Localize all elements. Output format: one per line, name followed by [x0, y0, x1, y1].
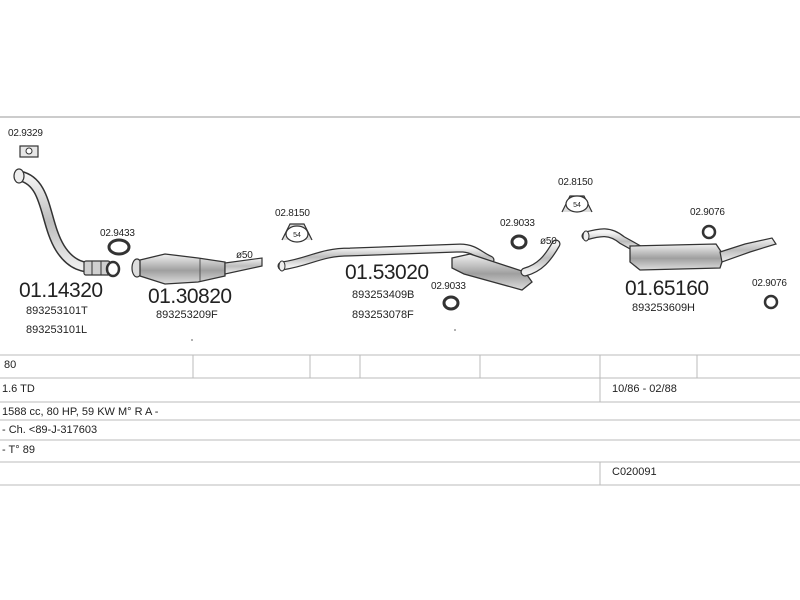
catalyst-oe: 893253209F: [156, 309, 218, 321]
hanger-size-label-1: 54: [293, 232, 301, 239]
front-pipe-number: 01.14320: [19, 279, 103, 302]
middle-silencer-number: 01.53020: [345, 261, 429, 284]
clamp-code-1: 02.9329: [8, 128, 43, 139]
clamp-code-5: 02.9076: [690, 207, 725, 218]
info-row-dates: 10/86 - 02/88: [612, 383, 677, 395]
rear-silencer-number: 01.65160: [625, 277, 709, 300]
catalyst-part: [131, 253, 263, 285]
clamp-part-3: [510, 234, 528, 250]
clamp-part-5: [701, 224, 717, 240]
clamp-code-6: 02.9076: [752, 278, 787, 289]
info-row-engine: 1.6 TD: [2, 383, 35, 395]
front-pipe-part: [13, 168, 114, 276]
info-row-specs: 1588 cc, 80 HP, 59 KW M° R A -: [2, 406, 159, 418]
info-row-chassis: - Ch. <89-J-317603: [2, 424, 98, 436]
catalyst-number: 01.30820: [148, 285, 232, 308]
pipe-diameter-label-2: ø50: [540, 236, 557, 247]
hanger-code-1: 02.8150: [275, 208, 310, 219]
front-pipe-oe-1: 893253101T: [26, 305, 88, 317]
clamp-code-3: 02.9033: [500, 218, 535, 229]
clamp-code-2: 02.9433: [100, 228, 135, 239]
hanger-part-1: 54: [281, 223, 313, 243]
clamp-part-2: [105, 238, 131, 278]
hanger-code-2: 02.8150: [558, 177, 593, 188]
clamp-code-4: 02.9033: [431, 281, 466, 292]
clamp-part-1: [19, 145, 39, 158]
info-row-type: - T° 89: [2, 444, 35, 456]
middle-silencer-oe-2: 893253078F: [352, 309, 414, 321]
info-row-1: 80: [4, 359, 17, 371]
pipe-diameter-label-1: ø50: [236, 250, 253, 261]
front-pipe-oe-2: 893253101L: [26, 324, 88, 336]
middle-silencer-part: [277, 239, 561, 291]
clamp-part-6: [763, 294, 779, 310]
clamp-part-4: [442, 295, 460, 311]
info-row-code: C020091: [612, 466, 657, 478]
middle-silencer-oe-1: 893253409B: [352, 289, 415, 301]
hanger-part-2: 54: [561, 195, 593, 213]
hanger-size-label-2: 54: [573, 202, 581, 209]
rear-silencer-oe: 893253609H: [632, 302, 696, 314]
rear-silencer-part: [581, 228, 777, 271]
